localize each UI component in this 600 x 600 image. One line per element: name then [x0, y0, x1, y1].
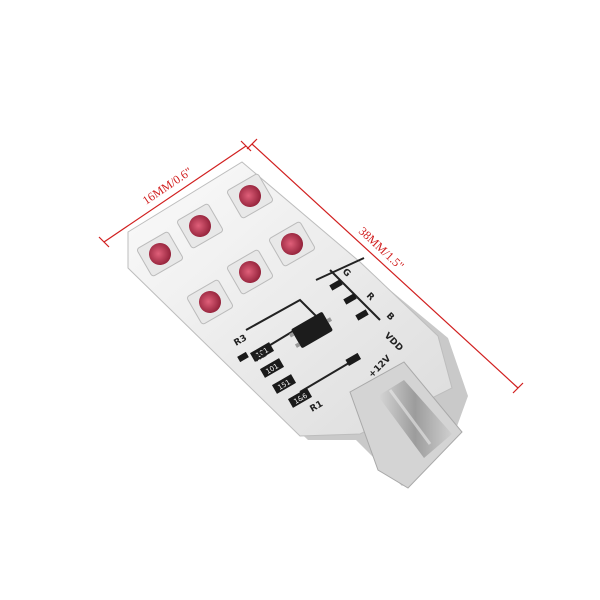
- smd-led: [137, 231, 183, 277]
- smd-led: [227, 173, 273, 219]
- smd-pads: [237, 279, 369, 366]
- smd-led: [227, 249, 273, 295]
- led-bulb-board: 101 151 101 1&6 G R B VDD +12V R1 R2: [127, 161, 468, 489]
- smd-led: [269, 221, 315, 267]
- smd-led: [177, 203, 223, 249]
- ic-chip: [288, 312, 333, 348]
- smd-led: [187, 279, 233, 325]
